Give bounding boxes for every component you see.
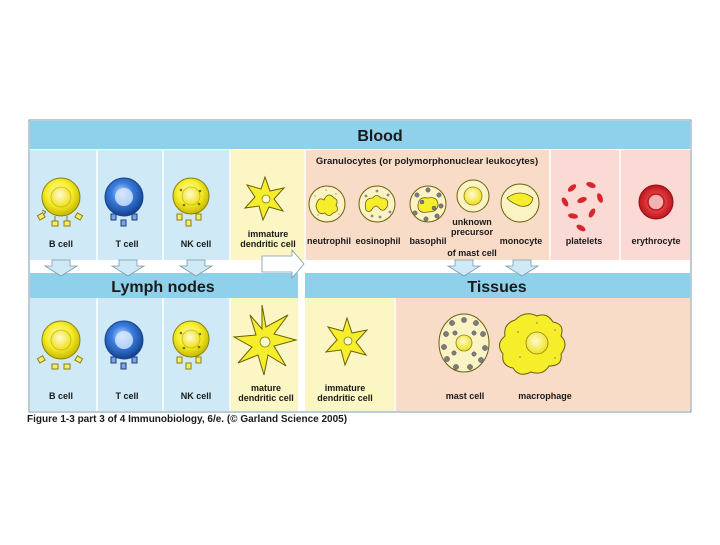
down-arrow bbox=[110, 259, 146, 277]
unknown-label-3: of mast cell bbox=[447, 248, 497, 258]
erythrocyte-label: erythrocyte bbox=[631, 236, 680, 246]
lymph-nodes-header: Lymph nodes bbox=[111, 279, 215, 296]
blood-immature-dc-label-1: immature bbox=[248, 229, 289, 239]
blood-b-cell-icon bbox=[36, 177, 84, 227]
mature-dc-label-2: dendritic cell bbox=[238, 393, 294, 403]
neutrophil-label: neutrophil bbox=[307, 236, 351, 246]
neutrophil-icon bbox=[308, 185, 346, 223]
blood-t-cell-icon bbox=[104, 177, 144, 227]
macrophage-icon bbox=[499, 313, 566, 375]
blood-t-cell-label: T cell bbox=[115, 239, 138, 249]
platelets-label: platelets bbox=[566, 236, 603, 246]
figure-caption: Figure 1-3 part 3 of 4 Immunobiology, 6/… bbox=[27, 414, 348, 425]
macrophage-label: macrophage bbox=[518, 391, 572, 401]
tissue-immature-dc-label-2: dendritic cell bbox=[317, 393, 373, 403]
down-arrow bbox=[446, 259, 482, 277]
tissues-header: Tissues bbox=[467, 279, 526, 296]
blood-header-band bbox=[30, 121, 690, 149]
lymph-t-cell-icon bbox=[104, 320, 144, 370]
tissue-immature-dendritic-cell-icon bbox=[324, 316, 369, 367]
mast-cell-icon bbox=[438, 313, 490, 373]
monocyte-label: monocyte bbox=[500, 236, 543, 246]
blood-nk-cell-icon bbox=[172, 177, 210, 227]
unknown-label-1: unknown bbox=[452, 217, 492, 227]
blood-b-cell-label: B cell bbox=[49, 239, 73, 249]
unknown-precursor-icon bbox=[456, 179, 490, 213]
right-arrow bbox=[261, 248, 305, 280]
mature-dendritic-cell-icon bbox=[232, 304, 298, 376]
unknown-label-2: precursor bbox=[451, 227, 494, 237]
tissue-immature-dc-label-1: immature bbox=[325, 383, 366, 393]
blood-immature-dendritic-cell-icon bbox=[243, 175, 286, 222]
lymph-nk-cell-label: NK cell bbox=[181, 391, 212, 401]
lymph-header-band bbox=[30, 273, 298, 298]
lymph-nk-cell-icon bbox=[172, 320, 210, 370]
basophil-icon bbox=[409, 185, 447, 223]
blood-nk-cell-label: NK cell bbox=[181, 239, 212, 249]
eosinophil-icon bbox=[358, 185, 396, 223]
platelets-icon bbox=[561, 182, 603, 232]
down-arrow bbox=[504, 259, 540, 277]
eosinophil-label: eosinophil bbox=[356, 236, 401, 246]
monocyte-icon bbox=[500, 183, 540, 223]
down-arrow bbox=[178, 259, 214, 277]
lymph-b-cell-icon bbox=[36, 320, 84, 370]
mature-dc-label-1: mature bbox=[251, 383, 281, 393]
lymph-b-cell-label: B cell bbox=[49, 391, 73, 401]
erythrocyte-icon bbox=[638, 184, 674, 220]
blood-immature-dc-label-2: dendritic cell bbox=[240, 239, 296, 249]
down-arrow bbox=[43, 259, 79, 277]
vertical-gap bbox=[298, 273, 305, 411]
granulocytes-title: Granulocytes (or polymorphonuclear leuko… bbox=[316, 156, 538, 167]
basophil-label: basophil bbox=[409, 236, 446, 246]
mast-cell-label: mast cell bbox=[446, 391, 485, 401]
lymph-t-cell-label: T cell bbox=[115, 391, 138, 401]
tissues-header-band bbox=[305, 273, 690, 298]
blood-header: Blood bbox=[357, 128, 402, 145]
